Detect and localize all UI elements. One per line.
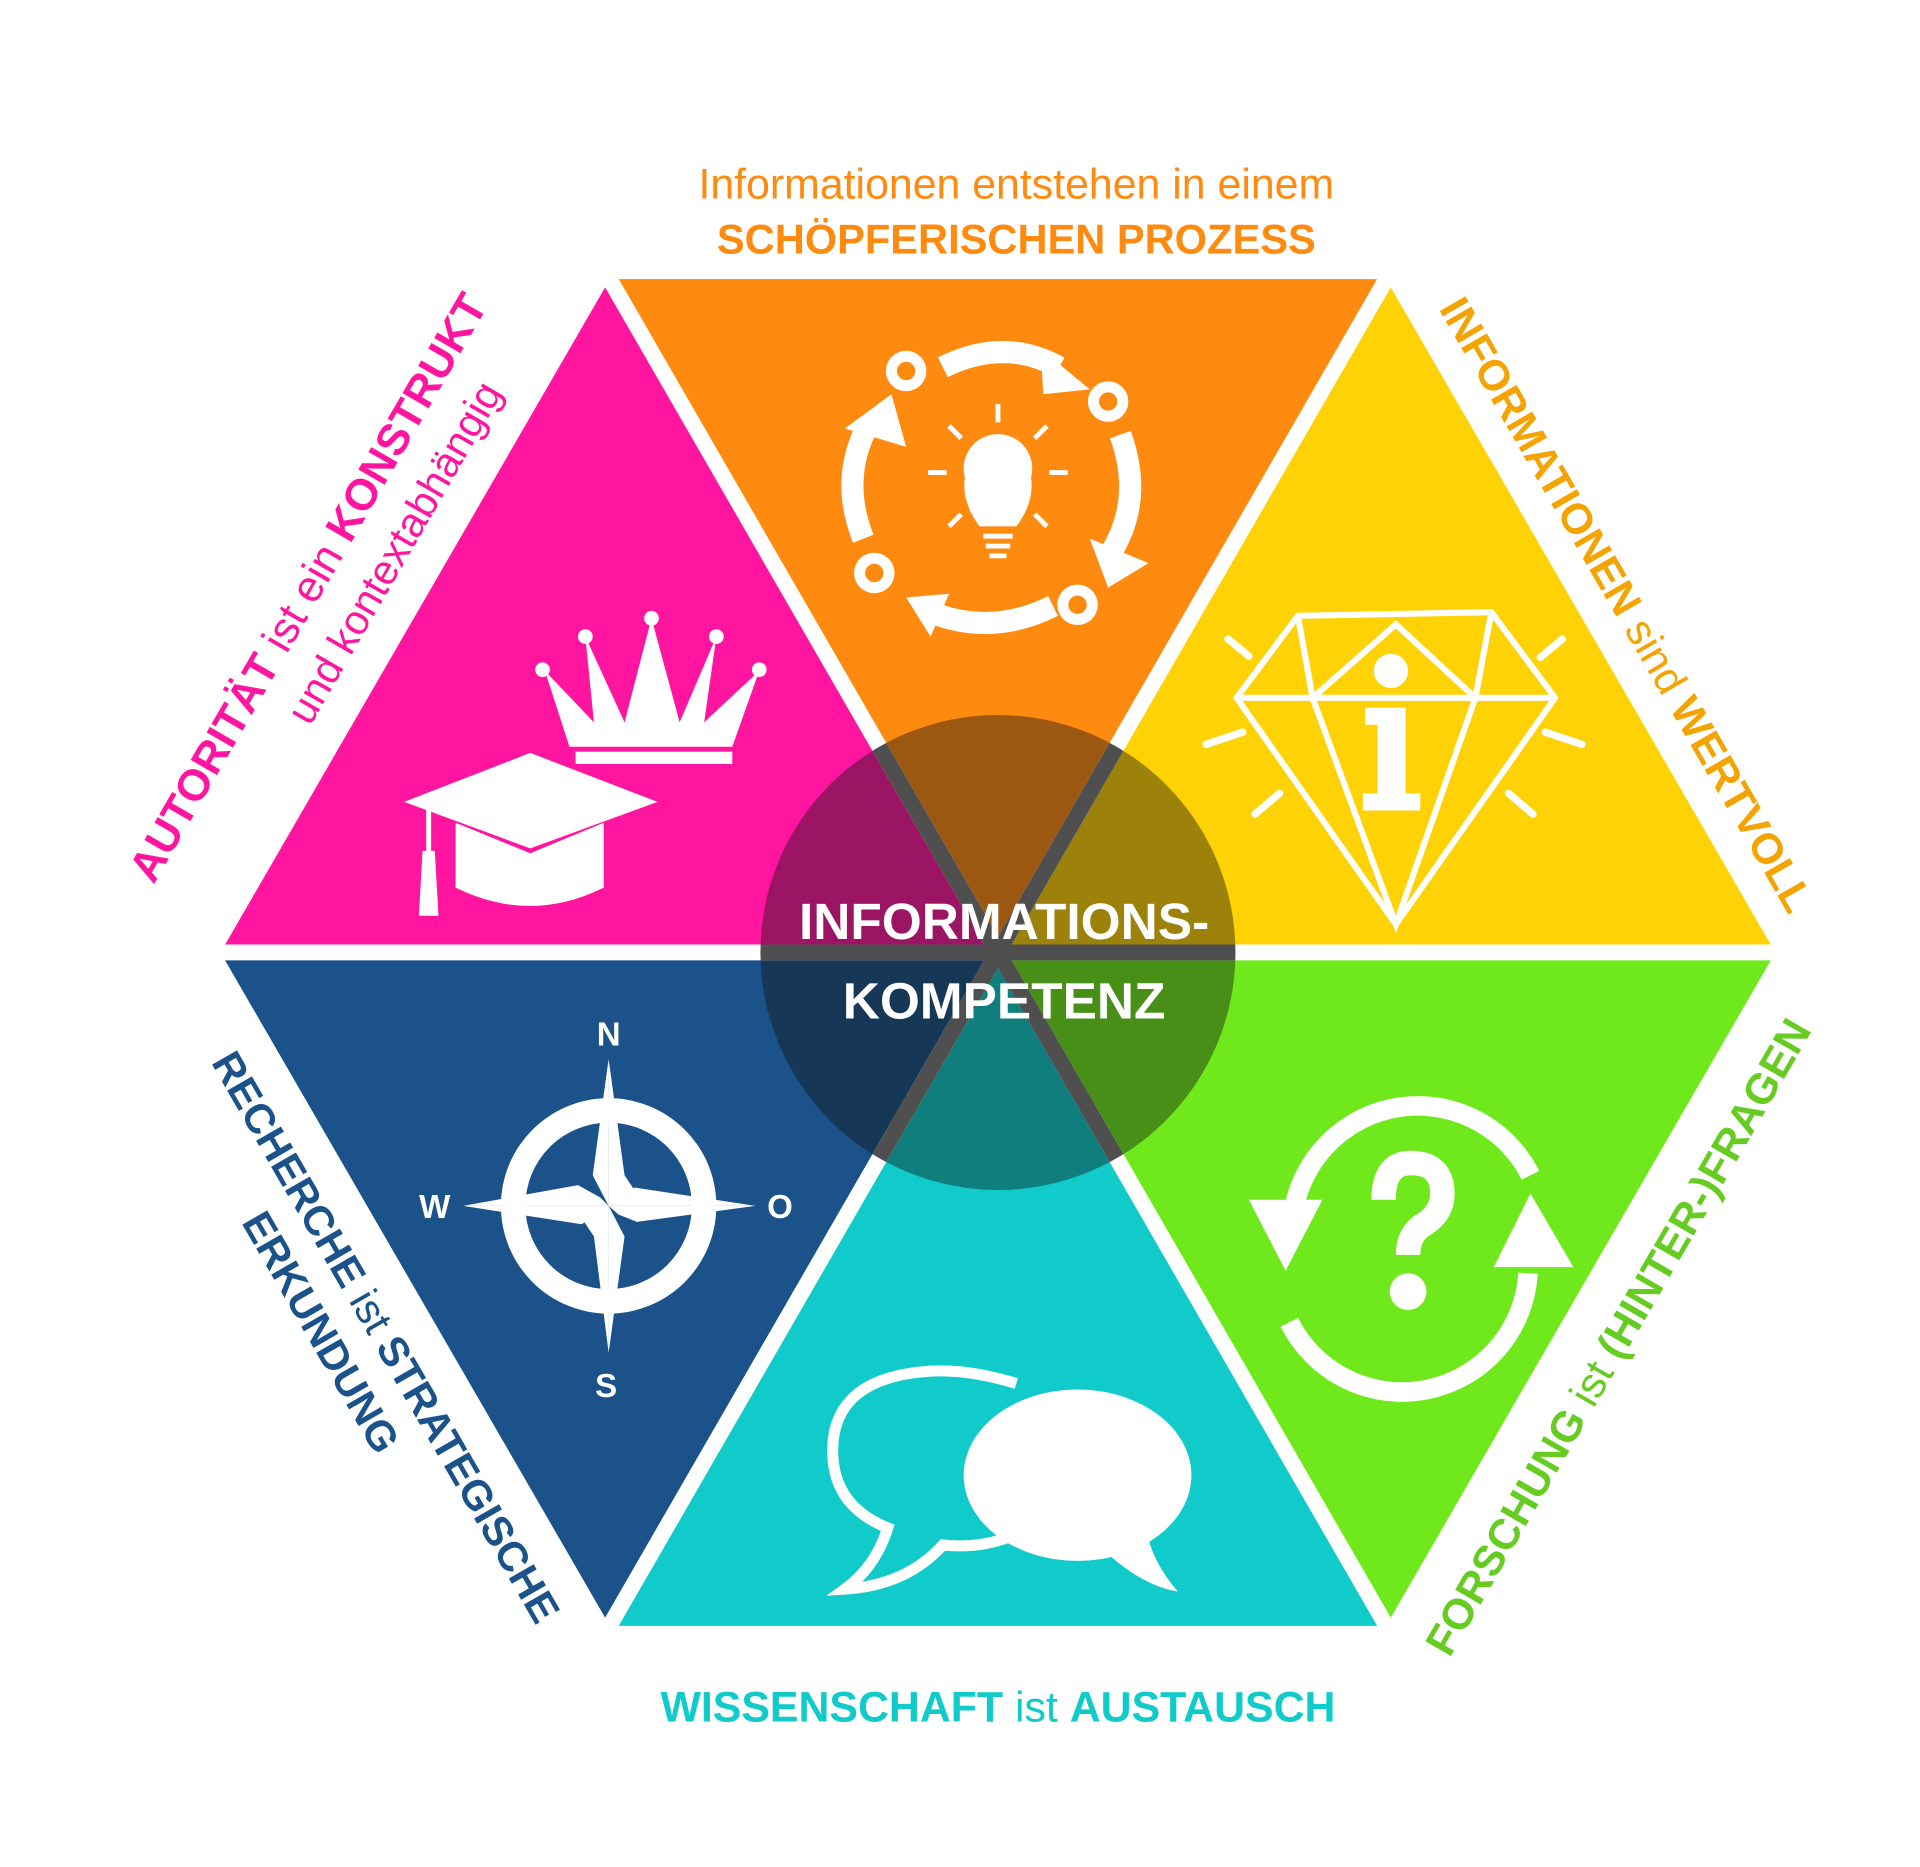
crown-graduation-cap-icon <box>404 610 767 916</box>
diamond-info-icon <box>1202 609 1586 934</box>
center-title-line2: KOMPETENZ <box>843 972 1166 1030</box>
segment-left-top <box>220 279 998 953</box>
compass-south-label: S <box>595 1368 617 1405</box>
lightbulb-cycle-icon <box>841 340 1149 637</box>
speech-bubbles-icon <box>826 1365 1192 1596</box>
top-label-line1: Informationen entstehen in einem <box>698 160 1334 208</box>
segment-bottom <box>609 952 1387 1626</box>
compass-east-label: O <box>767 1189 793 1226</box>
compass-icon: N W O S <box>419 1017 793 1405</box>
bottom-label: WISSENSCHAFT ist AUSTAUSCH <box>660 1683 1335 1731</box>
question-cycle-icon <box>1248 1096 1574 1402</box>
center-title-line1: INFORMATIONS- <box>799 892 1209 950</box>
compass-north-label: N <box>597 1017 621 1054</box>
segment-right-bottom <box>997 952 1776 1626</box>
compass-west-label: W <box>419 1189 451 1226</box>
top-label-line2: SCHÖPFERISCHEN PROZESS <box>717 215 1316 262</box>
